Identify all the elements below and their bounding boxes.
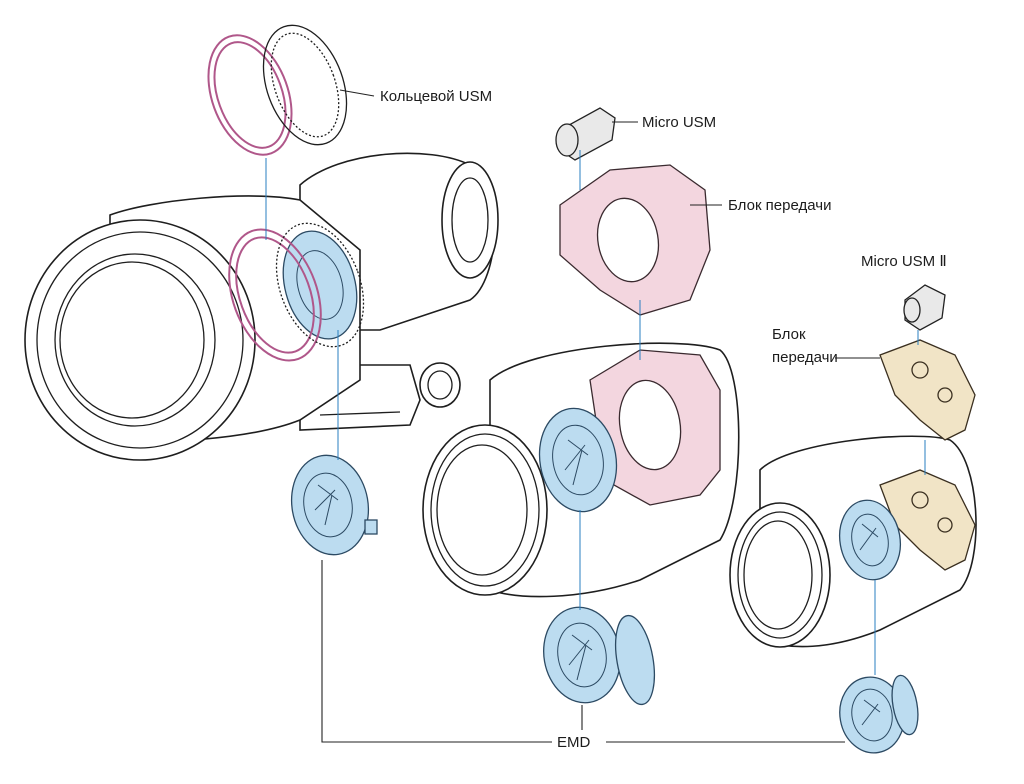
- leader-lines: [321, 89, 880, 743]
- emd-middle: [543, 606, 656, 706]
- telephoto-lens-body: [24, 152, 499, 461]
- ring-usm-exploded: [207, 24, 348, 156]
- label-ring-usm: Кольцевой USM: [380, 88, 492, 105]
- label-gear-block-2-line1: Блок: [772, 326, 806, 343]
- ring-usm-installed: [228, 222, 365, 362]
- assembly-guide-lines: [265, 150, 926, 675]
- label-emd: EMD: [557, 734, 591, 751]
- micro-usm: [555, 107, 616, 161]
- label-gear-block-1: Блок передачи: [728, 197, 831, 214]
- emd-middle-installed: [538, 407, 618, 513]
- gear-block-pink-installed: [589, 349, 721, 506]
- emd-left: [290, 454, 378, 556]
- label-micro-usm-2: Micro USM Ⅱ: [861, 253, 947, 270]
- gear-block-pink-exploded: [559, 164, 711, 316]
- emd-right: [839, 674, 919, 754]
- label-micro-usm: Micro USM: [642, 114, 716, 131]
- gear-block-tan-installed: [879, 469, 976, 571]
- gear-block-tan-exploded: [879, 339, 976, 441]
- emd-right-installed: [839, 499, 901, 581]
- label-gear-block-2-line2: передачи: [772, 349, 838, 366]
- micro-usm-2: [903, 284, 946, 331]
